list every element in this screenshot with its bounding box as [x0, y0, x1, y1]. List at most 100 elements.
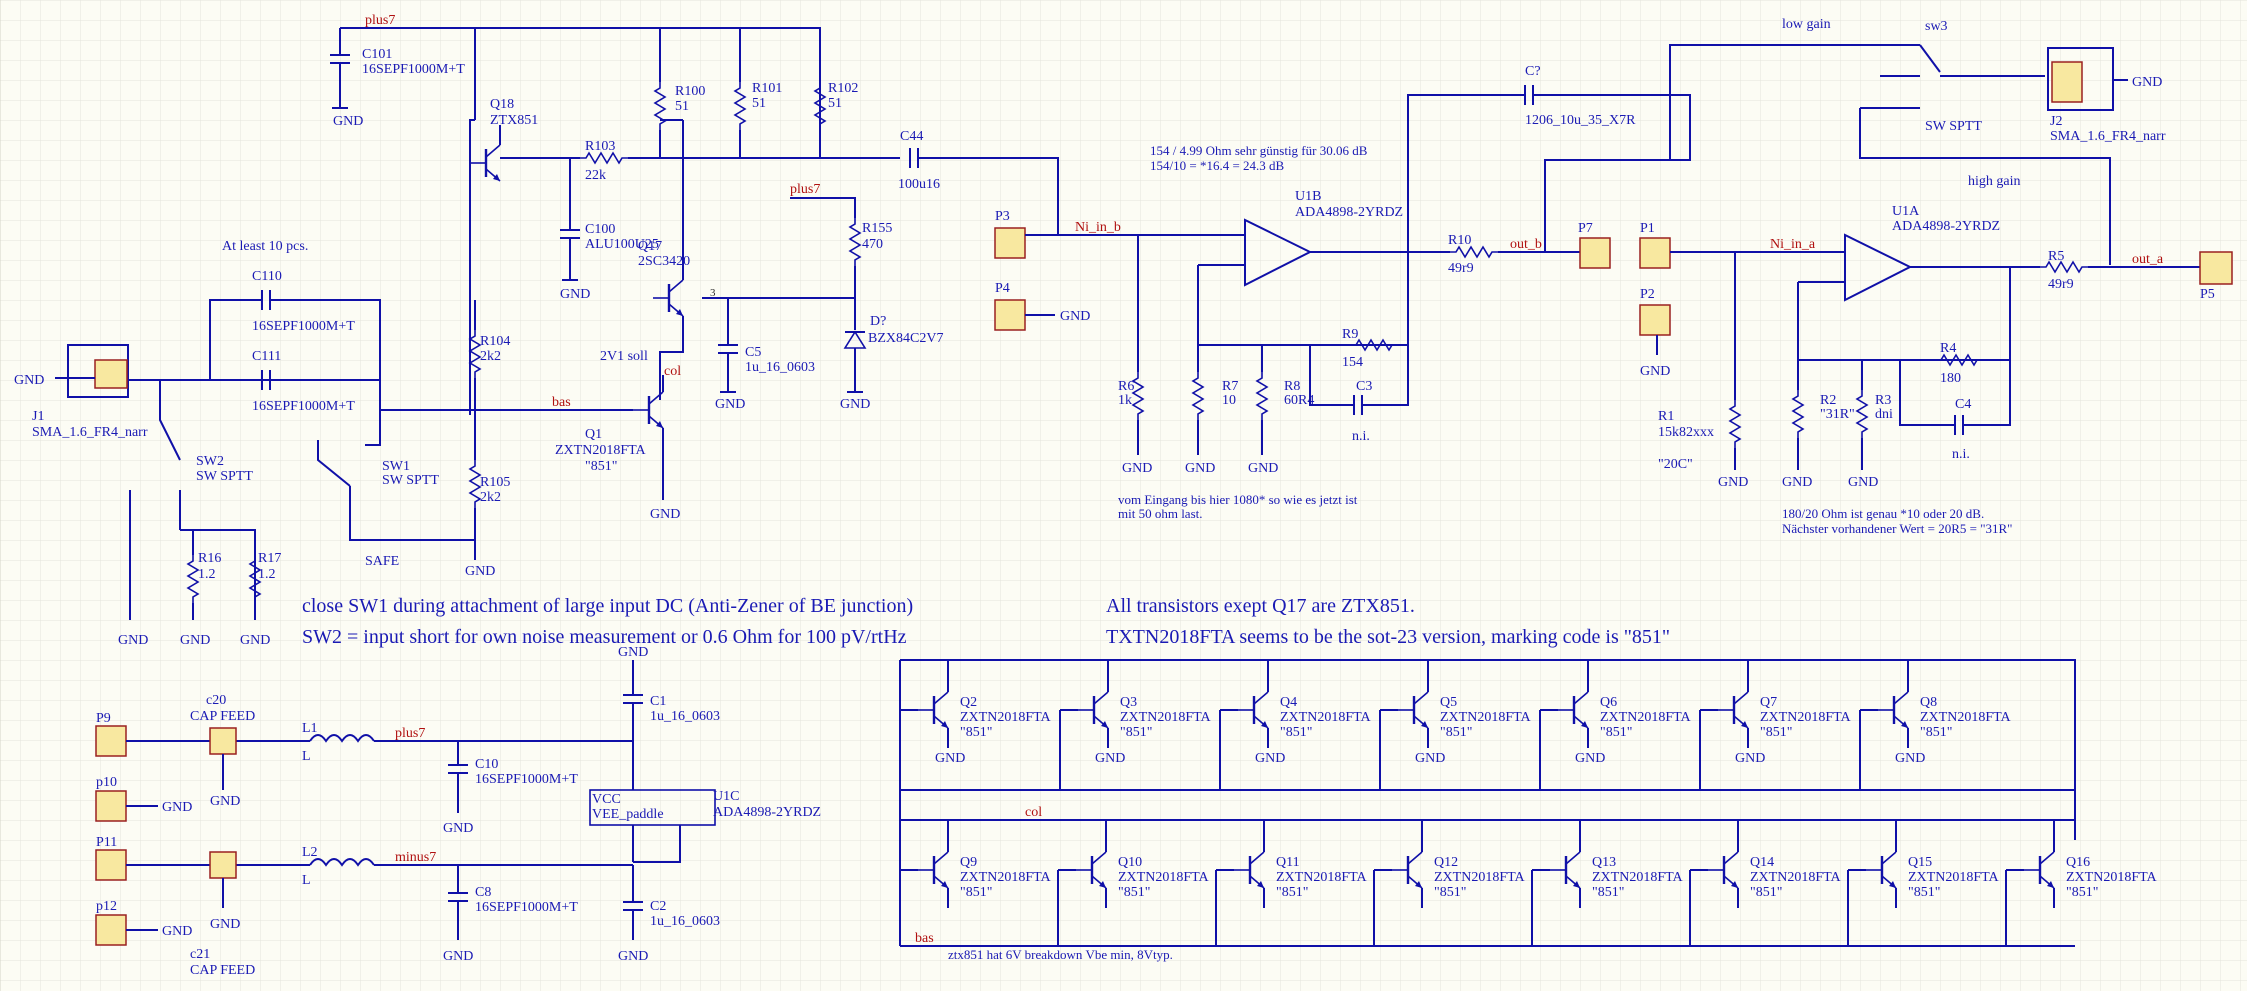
r100-resistor[interactable]: R100 51 — [654, 70, 705, 158]
r2-resistor[interactable]: R2 "31R" GND — [1782, 360, 1855, 490]
c5-ref: C5 — [745, 345, 761, 360]
p2-port[interactable]: P2 GND — [1639, 287, 1671, 379]
gnd-label: GND — [1718, 475, 1748, 490]
transistor-type: ZXTN2018FTA — [1760, 710, 1852, 725]
r155-resistor[interactable]: plus7 R155 470 — [790, 182, 892, 298]
p1-port[interactable]: P1 — [1639, 221, 1671, 269]
sw2-switch[interactable]: SW2 SW SPTT — [129, 380, 256, 620]
r2-value: "31R" — [1820, 407, 1855, 422]
r10-resistor[interactable]: R10 49r9 — [1448, 233, 1580, 276]
c101-capacitor[interactable]: C101 16SEPF1000M+T GND — [330, 47, 465, 129]
c110-capacitor[interactable]: C110 16SEPF1000M+T — [209, 269, 381, 410]
r17-resistor[interactable]: R17 1.2 — [249, 551, 281, 604]
r5-resistor[interactable]: R5 49r9 — [2039, 249, 2200, 292]
transistor-mark: "851" — [1118, 885, 1150, 900]
c44-value: 100u16 — [898, 177, 940, 192]
j2-connector[interactable]: GND J2 SMA_1.6_FR4_narr — [2047, 47, 2166, 144]
r7-ref: R7 — [1222, 379, 1238, 394]
r4-resistor[interactable]: R4 180 — [1934, 341, 1984, 386]
c8-capacitor[interactable]: C8 16SEPF1000M+T GND — [443, 865, 578, 964]
c5-capacitor[interactable]: C5 1u_16_0603 GND — [715, 298, 815, 412]
transistor-ref: Q10 — [1118, 855, 1142, 870]
d2-zener-diode[interactable]: D? BZX84C2V7 GND — [840, 298, 943, 412]
u1c-vcc: VCC — [592, 792, 621, 807]
transistor-mark: "851" — [2066, 885, 2098, 900]
high-gain-label: high gain — [1968, 174, 2021, 189]
u1c-opamp[interactable]: VCC VEE_paddle U1C ADA4898-2YRDZ — [589, 789, 821, 863]
c2-capacitor[interactable]: C2 1u_16_0603 GND — [618, 865, 720, 964]
c111-capacitor[interactable]: C111 16SEPF1000M+T — [252, 349, 355, 414]
r103-resistor[interactable]: R103 22k — [579, 139, 629, 183]
r104-resistor[interactable]: R104 2k2 — [469, 300, 510, 410]
sw2-ref: SW2 — [196, 454, 224, 469]
r1-value: 15k82xxx — [1658, 425, 1714, 440]
p12-ref: p12 — [96, 899, 117, 914]
l2-inductor[interactable]: L2 L — [302, 845, 375, 888]
eingang-note-1: vom Eingang bis hier 1080* so wie es jet… — [1118, 492, 1358, 507]
p5-port[interactable]: P5 — [2199, 251, 2233, 302]
r105-resistor[interactable]: R105 2k2 — [469, 459, 510, 540]
p3-port[interactable]: P3 — [994, 209, 1026, 259]
p10-port[interactable]: p10 GND — [95, 775, 192, 822]
r1-resistor[interactable]: R1 15k82xxx "20C" GND — [1658, 252, 1748, 490]
p7-port[interactable]: P7 — [1578, 221, 1611, 269]
q18-transistor[interactable]: Q18 ZTX851 — [468, 97, 538, 415]
l1-inductor[interactable]: L1 L — [302, 721, 375, 764]
r8-resistor[interactable]: R8 60R4 GND — [1248, 345, 1314, 476]
u1b-opamp[interactable]: U1B ADA4898-2YRDZ — [1198, 189, 1450, 287]
sw3-value: SW SPTT — [1925, 119, 1982, 134]
c100-capacitor[interactable]: C100 ALU100U25 GND — [560, 158, 659, 302]
c4-capacitor[interactable]: C4 n.i. — [1899, 360, 2011, 462]
p11-port[interactable]: P11 — [95, 835, 127, 881]
r16-resistor[interactable]: R16 1.2 — [187, 530, 221, 620]
c3-capacitor[interactable]: C3 n.i. — [1309, 252, 1409, 444]
r3-resistor[interactable]: R3 dni GND — [1848, 360, 1893, 490]
gnd-label: GND — [1735, 751, 1765, 766]
r101-resistor[interactable]: R101 51 — [734, 70, 782, 158]
transistor-ref: Q6 — [1600, 695, 1617, 710]
q1-transistor[interactable]: Q1 ZXTN2018FTA "851" GND — [555, 375, 680, 522]
r102-resistor[interactable]: R102 51 — [814, 70, 858, 158]
u1a-opamp[interactable]: U1A ADA4898-2YRDZ — [1798, 204, 2040, 302]
j1-connector[interactable]: GND J1 SMA_1.6_FR4_narr — [14, 344, 148, 440]
p4-port[interactable]: P4 GND — [994, 281, 1090, 331]
vsoll-note: 2V1 soll — [600, 349, 648, 364]
transistor-type: ZXTN2018FTA — [960, 710, 1052, 725]
c1-capacitor[interactable]: GND C1 1u_16_0603 — [618, 645, 720, 790]
p12-port[interactable]: p12 GND — [95, 899, 192, 946]
c20-feedthrough[interactable]: c20 CAP FEED GND — [190, 693, 255, 809]
p9-port[interactable]: P9 — [95, 711, 127, 757]
p4-ref: P4 — [995, 281, 1010, 296]
sw3-switch[interactable]: sw3 SW SPTT — [1859, 19, 2111, 265]
gnd-label: GND — [618, 645, 648, 660]
c10-capacitor[interactable]: C10 16SEPF1000M+T GND — [443, 741, 578, 836]
r7-resistor[interactable]: R7 10 GND — [1185, 345, 1238, 476]
r102-ref: R102 — [828, 81, 858, 96]
c21-feedthrough[interactable]: GND c21 CAP FEED — [190, 851, 255, 978]
r9-ref: R9 — [1342, 327, 1358, 342]
sw2-note: SW2 = input short for own noise measurem… — [302, 626, 907, 648]
r4-ref: R4 — [1940, 341, 1956, 356]
q17-transistor[interactable]: Q17 2SC3420 — [638, 119, 690, 400]
sw1-switch[interactable]: SW1 SW SPTT SAFE GND — [317, 410, 495, 579]
r6-resistor[interactable]: R6 1k GND — [1118, 235, 1152, 476]
r3-value: dni — [1875, 407, 1893, 422]
r9-resistor[interactable]: R9 154 — [1342, 327, 1408, 370]
net-out-b-label: out_b — [1510, 237, 1542, 252]
cq-capacitor[interactable]: C? 1206_10u_35_X7R — [1407, 64, 1691, 252]
